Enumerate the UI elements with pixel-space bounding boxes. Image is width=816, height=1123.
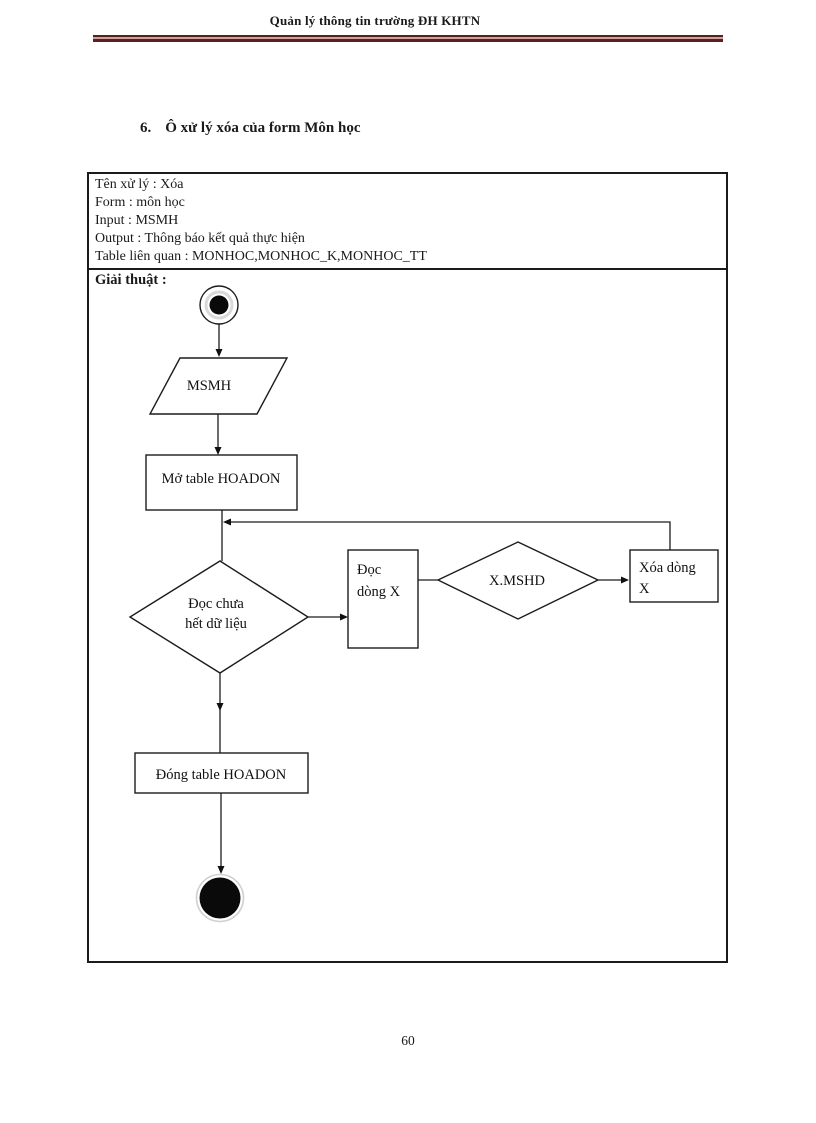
decision-label-line2: hết dữ liệu [185, 616, 247, 632]
arrowhead-input-to-open [214, 447, 222, 455]
delete-row-label-line1: Xóa dòng [639, 560, 696, 576]
page-number: 60 [401, 1033, 415, 1048]
section-number: 6. [140, 120, 152, 136]
start-node-dot [209, 295, 229, 315]
condition-label: X.MSHD [489, 573, 545, 589]
arrowhead-feedback-loop [223, 518, 231, 526]
arrowhead-close-to-end [217, 866, 225, 874]
end-node-halo [195, 873, 245, 923]
start-node-halo [204, 290, 234, 320]
open-table-rect [145, 454, 298, 511]
read-row-rect [347, 549, 419, 649]
section-title: Ô xử lý xóa của form Môn học [165, 120, 361, 136]
read-row-label-line2: dòng X [357, 584, 401, 600]
end-node [199, 877, 241, 919]
read-row-label-line1: Đọc [357, 562, 381, 578]
spec-row-table-lien-quan: Table liên quan : MONHOC,MONHOC_K,MONHOC… [95, 249, 427, 264]
input-label: MSMH [187, 378, 232, 394]
input-parallelogram [148, 357, 289, 415]
header-rule-thick-line [93, 39, 723, 42]
header-title: Quản lý thông tin trường ĐH KHTN [269, 13, 481, 28]
header-rule [93, 35, 723, 42]
delete-row-label-line2: X [639, 581, 650, 597]
spec-divider [89, 268, 726, 270]
arrowhead-start-to-input [215, 349, 223, 357]
header-rule-thin-line [93, 35, 723, 37]
close-table-rect [134, 752, 309, 794]
delete-row-rect [629, 549, 719, 603]
open-table-label: Mở table HOADON [162, 471, 281, 487]
close-table-label: Đóng table HOADON [156, 767, 287, 783]
spec-rows: Tên xử lý : Xóa Form : môn học Input : M… [89, 174, 726, 266]
spec-row-input: Input : MSMH [95, 213, 179, 228]
header-rule-gap [93, 37, 723, 39]
arrowhead-condition-to-delete [621, 576, 629, 584]
spec-row-form: Form : môn học [95, 195, 185, 210]
algorithm-label: Giải thuật : [95, 272, 167, 288]
condition-diamond [436, 541, 600, 620]
spec-row-ten-xu-ly: Tên xử lý : Xóa [95, 177, 184, 192]
arrowhead-decision-to-close [216, 703, 224, 711]
feedback-loop-line [230, 521, 671, 550]
spec-row-output: Output : Thông báo kết quả thực hiện [95, 231, 305, 246]
arrowhead-decision-to-read [340, 613, 348, 621]
decision-label-line1: Đọc chưa [188, 596, 244, 612]
section-heading: 6. Ô xử lý xóa của form Môn học [140, 120, 360, 137]
